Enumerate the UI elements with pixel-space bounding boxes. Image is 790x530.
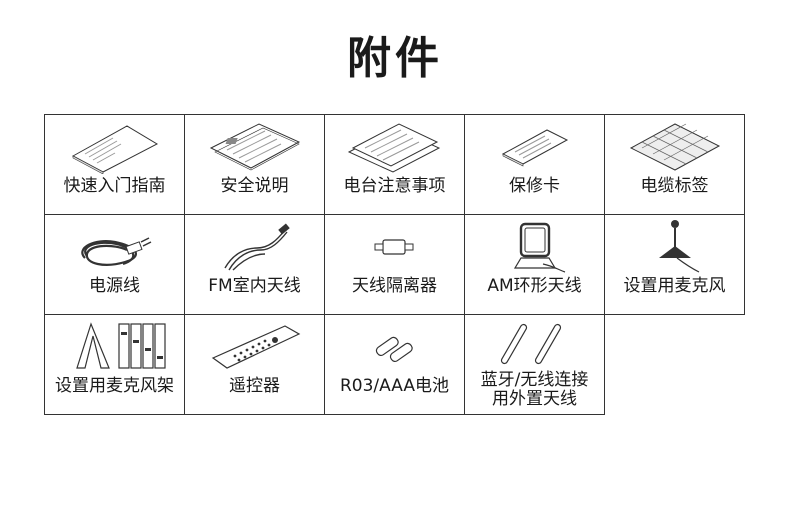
page-title: 附件 (347, 33, 443, 84)
microphone-stand-icon (75, 322, 166, 369)
safety-instructions-icon (209, 123, 300, 171)
accessory-label: 天线隔离器 (352, 276, 437, 296)
cable-labels-icon (629, 123, 720, 171)
accessory-cell: 电缆标签 (605, 115, 745, 215)
accessory-label: 遥控器 (229, 376, 280, 396)
accessory-label: 设置用麦克风架 (55, 376, 174, 396)
accessory-cell: 电源线 (45, 215, 185, 315)
power-cord-icon (80, 237, 151, 266)
accessory-label: 蓝牙/无线连接 用外置天线 (480, 370, 589, 409)
fm-antenna-icon (223, 223, 290, 271)
external-antenna-icon (500, 323, 561, 365)
accessory-cell: 蓝牙/无线连接 用外置天线 (465, 315, 605, 415)
accessory-cell: AM环形天线 (465, 215, 605, 315)
accessory-label: 电源线 (89, 276, 140, 296)
accessory-cell: 电台注意事项 (325, 115, 465, 215)
accessory-cell: 安全说明 (185, 115, 325, 215)
accessory-label: 安全说明 (220, 176, 289, 196)
accessory-cell: FM室内天线 (185, 215, 325, 315)
batteries-icon (375, 336, 413, 363)
accessory-label: FM室内天线 (208, 276, 301, 296)
accessory-label: 保修卡 (509, 176, 560, 196)
accessory-label: 设置用麦克风 (623, 276, 726, 296)
setup-microphone-icon (658, 220, 699, 273)
accessory-label: 电缆标签 (640, 176, 709, 196)
accessory-cell: 保修卡 (465, 115, 605, 215)
accessory-cell: 快速入门指南 (45, 115, 185, 215)
radio-notes-icon (347, 123, 440, 173)
accessory-label: 电台注意事项 (343, 176, 446, 196)
warranty-card-icon (501, 129, 568, 167)
accessories-table: 快速入门指南 安全说明 电 (44, 114, 745, 415)
am-loop-antenna-icon (513, 222, 565, 273)
accessory-cell: R03/AAA电池 (325, 315, 465, 415)
accessory-cell: 设置用麦克风架 (45, 315, 185, 415)
accessory-label: AM环形天线 (487, 276, 582, 296)
accessory-cell: 天线隔离器 (325, 215, 465, 315)
accessory-label: R03/AAA电池 (339, 376, 449, 396)
remote-control-icon (211, 325, 300, 369)
accessory-cell: 设置用麦克风 (605, 215, 745, 315)
empty-cell (605, 315, 745, 415)
accessory-cell: 遥控器 (185, 315, 325, 415)
accessory-label: 快速入门指南 (63, 176, 166, 196)
quick-start-guide-icon (71, 125, 158, 174)
antenna-isolator-icon (374, 239, 413, 255)
